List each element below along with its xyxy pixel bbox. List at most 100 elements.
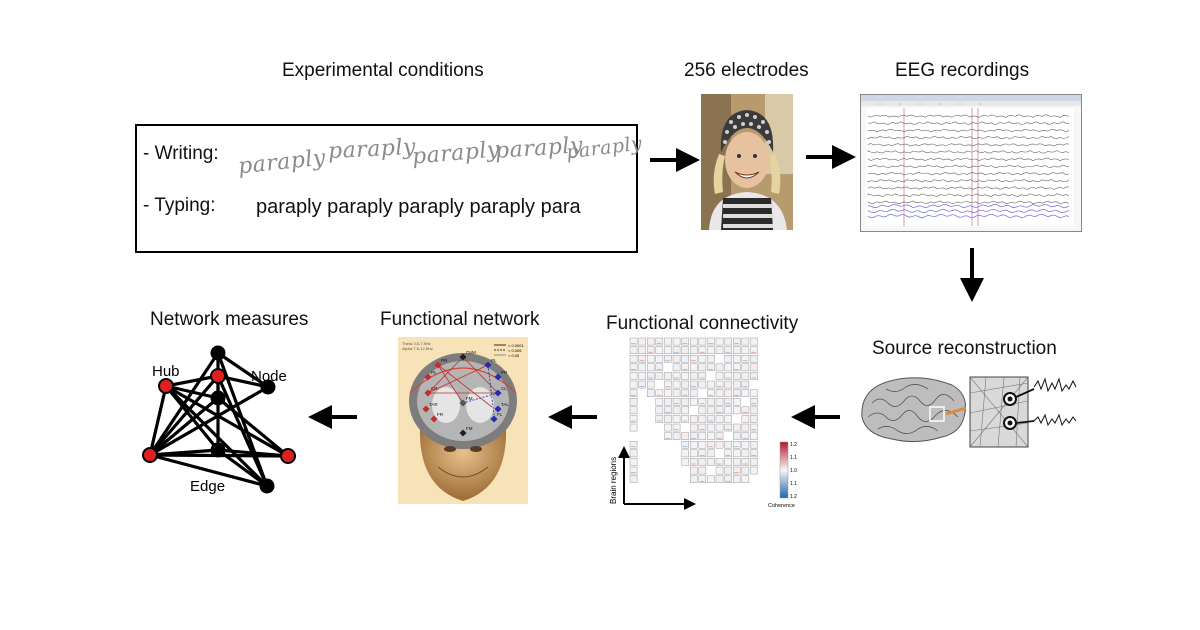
matrix-cell — [750, 389, 758, 397]
network-node-label: FM — [466, 426, 473, 431]
network-node-label: PL — [431, 370, 437, 375]
matrix-cell — [715, 380, 724, 389]
matrix-cell — [741, 337, 750, 346]
matrix-cell — [681, 372, 689, 380]
hub-node — [158, 378, 174, 394]
matrix-cell — [638, 380, 646, 389]
matrix-cell — [741, 406, 750, 415]
matrix-cell — [724, 398, 732, 406]
matrix-cell — [732, 475, 741, 483]
matrix-cell — [707, 458, 715, 466]
matrix-cell — [724, 355, 732, 363]
matrix-cell — [655, 355, 664, 363]
matrix-cell — [664, 346, 672, 354]
matrix-cell — [724, 346, 732, 354]
matrix-cell — [741, 372, 750, 380]
legend-entry: < 0.0001 — [508, 343, 524, 348]
matrix-cell — [750, 355, 758, 363]
title-functional-network: Functional network — [380, 309, 540, 330]
matrix-cell — [750, 337, 758, 346]
network-node — [424, 389, 432, 397]
matrix-cell — [732, 337, 741, 346]
matrix-cell — [629, 363, 638, 372]
matrix-cell — [750, 372, 758, 380]
matrix-cell — [638, 363, 646, 372]
matrix-cell — [732, 466, 741, 475]
matrix-cell — [750, 458, 758, 466]
matrix-cell — [681, 449, 689, 458]
matrix-cell — [664, 372, 672, 380]
matrix-cell — [681, 398, 689, 406]
eeg-trace — [867, 213, 1070, 219]
network-node-label: TAL — [501, 402, 509, 407]
matrix-cell — [689, 423, 698, 432]
matrix-cell — [672, 337, 681, 346]
network-node — [459, 353, 467, 361]
eeg-recordings-window — [860, 94, 1082, 232]
eeg-trace — [867, 121, 1070, 125]
matrix-cell — [715, 398, 724, 406]
matrix-cell — [707, 475, 715, 483]
graph-edge — [164, 374, 220, 388]
matrix-cell — [724, 449, 732, 458]
matrix-cell — [681, 346, 689, 354]
matrix-cell — [629, 355, 638, 363]
graph-edge — [148, 453, 269, 488]
title-eeg-recordings: EEG recordings — [895, 60, 1030, 81]
title-functional-connectivity: Functional connectivity — [606, 313, 799, 334]
network-node — [422, 405, 430, 413]
matrix-cell — [707, 432, 715, 440]
title-source-reconstruction: Source reconstruction — [872, 338, 1057, 359]
network-node-label: CR — [431, 386, 438, 391]
matrix-cell — [681, 389, 689, 397]
network-node-label: FR — [437, 412, 444, 417]
matrix-cell — [681, 432, 689, 440]
legend-entry: < 0.05 — [508, 353, 520, 358]
matrix-cell — [750, 432, 758, 440]
matrix-cell — [732, 440, 741, 449]
functional-connectivity-matrix: 1.2 1.1 1.0 1.1 1.2 Coherence Brain regi… — [609, 337, 797, 510]
matrix-cell — [689, 389, 698, 397]
matrix-cell — [664, 337, 672, 346]
matrix-cell — [732, 372, 741, 380]
eeg-trace — [867, 171, 1070, 176]
matrix-cell — [629, 423, 638, 432]
network-measures-graph: Hub Node Edge — [142, 345, 296, 495]
typing-label: - Typing: — [143, 195, 216, 216]
network-node — [494, 373, 502, 381]
matrix-cell — [715, 466, 724, 475]
matrix-cell — [629, 415, 638, 423]
matrix-cell — [638, 355, 646, 363]
matrix-cell — [715, 337, 724, 346]
matrix-cell — [689, 346, 698, 354]
colorbar-tick: 1.0 — [790, 468, 797, 474]
edge-label: Edge — [190, 478, 225, 495]
matrix-cell — [647, 355, 655, 363]
matrix-cell — [655, 363, 664, 372]
matrix-cell — [741, 432, 750, 440]
matrix-cell — [750, 440, 758, 449]
band-label: Theta 3.5-7.5Hz — [402, 341, 431, 346]
matrix-cell — [689, 440, 698, 449]
eeg-trace — [867, 135, 1070, 140]
matrix-cell — [629, 475, 638, 483]
matrix-cell — [750, 415, 758, 423]
writing-label: - Writing: — [143, 143, 219, 164]
matrix-cell — [664, 432, 672, 440]
matrix-cell — [655, 389, 664, 397]
matrix-cell — [664, 415, 672, 423]
network-node-label: PR — [441, 358, 448, 363]
matrix-cell — [715, 458, 724, 466]
matrix-cell — [655, 406, 664, 415]
hub-node — [280, 448, 296, 464]
matrix-cell — [655, 398, 664, 406]
matrix-cell — [672, 372, 681, 380]
matrix-cell — [629, 458, 638, 466]
legend-lines — [494, 344, 506, 356]
matrix-cell — [689, 337, 698, 346]
network-node-label: OpM — [466, 350, 476, 355]
matrix-cell — [732, 449, 741, 458]
matrix-cell — [689, 466, 698, 475]
matrix-cell — [629, 346, 638, 354]
matrix-cell — [707, 363, 715, 372]
